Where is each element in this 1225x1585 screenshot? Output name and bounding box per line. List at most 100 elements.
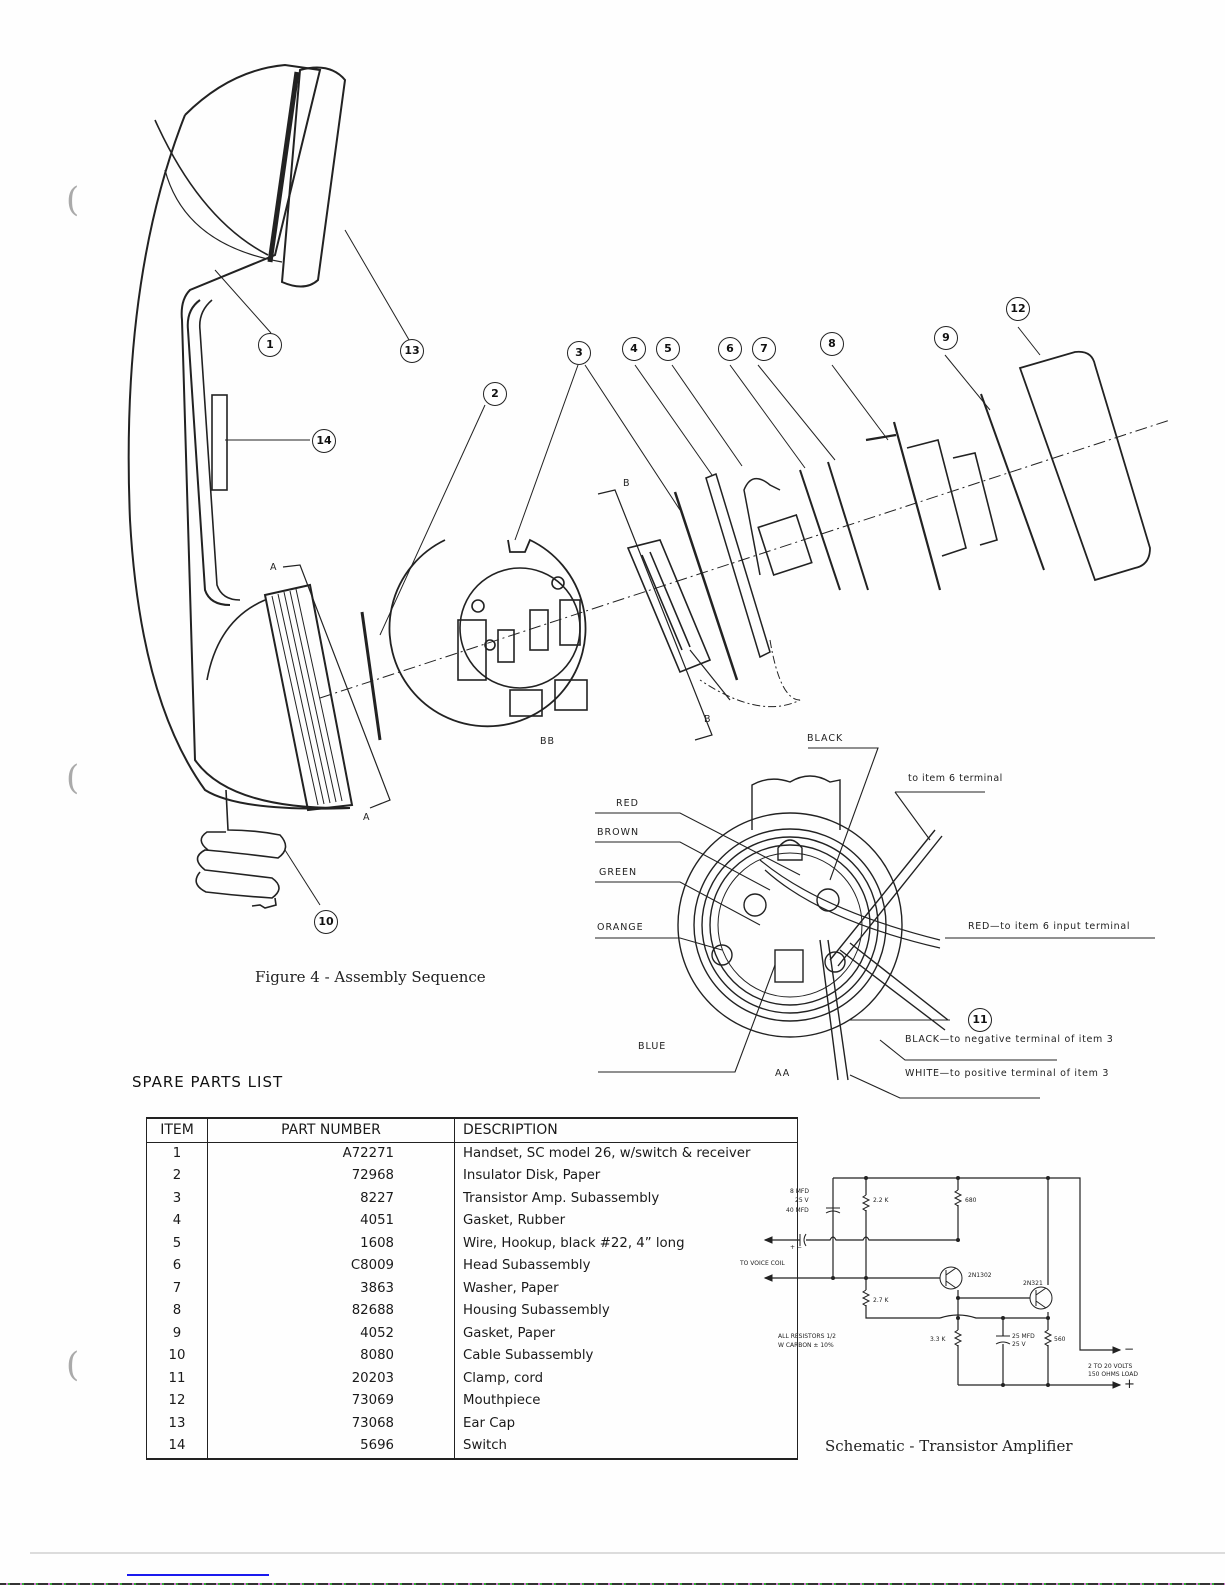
balloon-item-1: 1 <box>258 333 282 357</box>
insulator-disk-drawing <box>360 611 382 741</box>
assembly-drawing <box>127 63 1171 909</box>
cell-description: Washer, Paper <box>454 1277 798 1300</box>
label-25mfd: 25 MFD <box>1012 1333 1035 1340</box>
cell-description: Switch <box>454 1435 798 1460</box>
schematic-components <box>763 1176 1122 1389</box>
cell-description: Gasket, Paper <box>454 1322 798 1345</box>
transistor-2n1302 <box>939 1266 963 1290</box>
cell-description: Clamp, cord <box>454 1367 798 1390</box>
label-3-3k: 3.3 K <box>930 1336 946 1343</box>
cell-description: Wire, Hookup, black #22, 4” long <box>454 1232 798 1255</box>
cell-part-number: 4051 <box>207 1210 455 1233</box>
balloon-item-11: 11 <box>968 1008 992 1032</box>
binder-hole-mark: ( <box>66 1345 80 1385</box>
label-2-7k: 2.7 K <box>873 1297 889 1304</box>
label-2n321: 2N321 <box>1023 1280 1043 1287</box>
cell-part-number: 72968 <box>207 1165 455 1188</box>
label-2-2k: 2.2 K <box>873 1197 889 1204</box>
cell-part-number: 8227 <box>207 1187 455 1210</box>
wire-path <box>699 639 801 708</box>
note-resistors: ALL RESISTORS 1/2 <box>778 1333 836 1340</box>
balloon-item-5: 5 <box>656 337 680 361</box>
resistor-2k2 <box>861 1194 871 1212</box>
balloon-item-13: 13 <box>400 339 424 363</box>
terminal-minus: − <box>1124 1342 1136 1356</box>
label-25v-c3: 25 V <box>1012 1341 1026 1348</box>
gasket-paper-drawing <box>980 393 1045 571</box>
note-white-positive: WHITE—to positive terminal of item 3 <box>905 1068 1110 1079</box>
mouthpiece-drawing <box>1018 350 1151 582</box>
gasket-drawing <box>705 473 771 659</box>
wire-label-red: RED <box>616 798 639 809</box>
note-to-item6-terminal: to item 6 terminal <box>908 773 1003 784</box>
section-b-line <box>597 489 713 741</box>
cell-part-number: 3863 <box>207 1277 455 1300</box>
parts-list-title: SPARE PARTS LIST <box>132 1073 284 1091</box>
section-b-label: B <box>623 478 631 489</box>
cell-part-number: 82688 <box>207 1300 455 1323</box>
section-b-label: B <box>704 714 712 725</box>
label-40mfd: 40 MFD <box>786 1207 809 1214</box>
cell-part-number: 1608 <box>207 1232 455 1255</box>
wire-label-brown: BROWN <box>597 827 640 838</box>
wiring-diagram <box>595 747 1155 1099</box>
resistor-2k7 <box>861 1289 871 1307</box>
header-description: DESCRIPTION <box>454 1117 798 1143</box>
label-polarity: + − <box>790 1244 802 1251</box>
balloon-item-10: 10 <box>314 910 338 934</box>
cell-description: Head Subassembly <box>454 1255 798 1278</box>
wire-drawing <box>743 477 781 576</box>
cell-part-number: 20203 <box>207 1367 455 1390</box>
cord-clamp-view <box>677 775 949 1081</box>
note-carbon: W CARBON ± 10% <box>778 1342 834 1349</box>
wire-label-green: GREEN <box>599 867 638 878</box>
balloon-item-8: 8 <box>820 332 844 356</box>
balloon-item-3: 3 <box>567 341 591 365</box>
note-output-load: 150 OHMS LOAD <box>1088 1371 1138 1378</box>
cell-item: 13 <box>146 1412 208 1435</box>
note-red-input: RED—to item 6 input terminal <box>968 921 1131 932</box>
balloon-item-2: 2 <box>483 382 507 406</box>
resistor-560 <box>1043 1329 1053 1347</box>
cell-part-number: 73069 <box>207 1390 455 1413</box>
balloon-item-6: 6 <box>718 337 742 361</box>
table-header-row: ITEM PART NUMBER DESCRIPTION <box>146 1117 798 1143</box>
cell-item: 10 <box>146 1345 208 1368</box>
head-drawing <box>757 469 841 591</box>
label-680: 680 <box>965 1197 977 1204</box>
transistor-amp-drawing <box>626 491 739 701</box>
cord-drawing <box>195 789 287 909</box>
cell-part-number: 8080 <box>207 1345 455 1368</box>
binder-hole-mark: ( <box>66 180 80 220</box>
label-2n1302: 2N1302 <box>968 1272 992 1279</box>
figure-caption: Figure 4 - Assembly Sequence <box>255 968 486 986</box>
mouthpiece-rim-drawing <box>206 583 354 812</box>
amp-board-bb-view <box>388 538 588 728</box>
cell-description: Handset, SC model 26, w/switch & receive… <box>454 1142 798 1165</box>
viewer-link-underline[interactable] <box>127 1574 269 1576</box>
cell-description: Gasket, Rubber <box>454 1210 798 1233</box>
cell-part-number: 4052 <box>207 1322 455 1345</box>
cell-description: Transistor Amp. Subassembly <box>454 1187 798 1210</box>
cell-description: Insulator Disk, Paper <box>454 1165 798 1188</box>
resistor-3k3 <box>953 1329 963 1347</box>
resistor-680 <box>953 1189 963 1207</box>
binder-hole-mark: ( <box>66 758 80 798</box>
wire-label-black: BLACK <box>807 733 844 744</box>
note-black-negative: BLACK—to negative terminal of item 3 <box>905 1034 1114 1045</box>
balloon-item-12: 12 <box>1006 297 1030 321</box>
cell-description: Housing Subassembly <box>454 1300 798 1323</box>
transistor-2n321 <box>1029 1286 1053 1310</box>
amplifier-schematic <box>763 1176 1122 1389</box>
ear-cap-drawing <box>267 66 347 288</box>
